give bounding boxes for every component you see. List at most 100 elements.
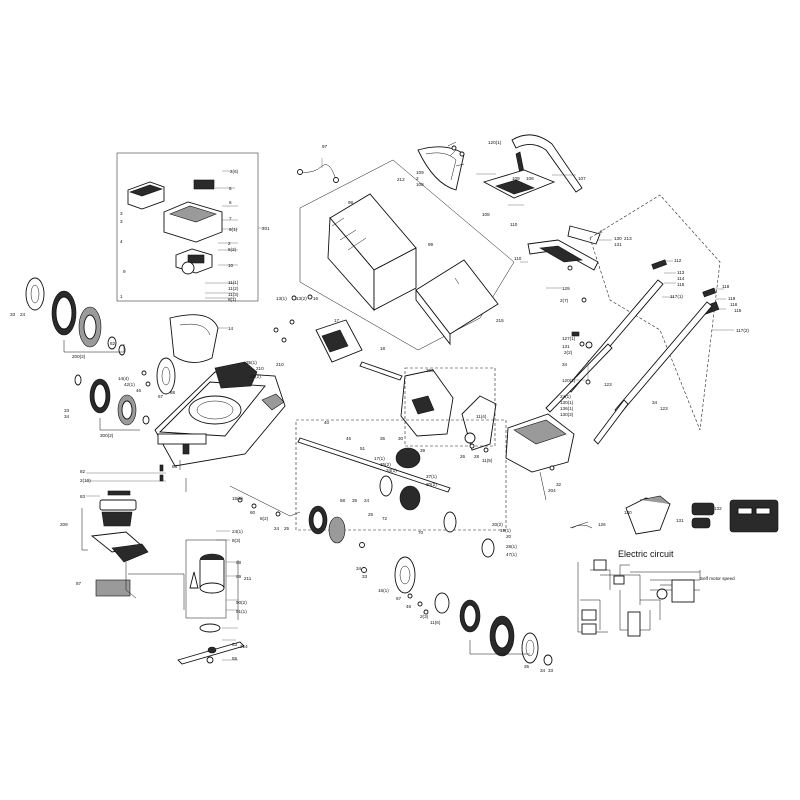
part-label: 110 [510, 222, 518, 227]
part-label: 114 [677, 276, 685, 281]
part-label: 51 [360, 446, 366, 451]
battery-pack-icon [691, 517, 711, 529]
part-label: 24(1) [232, 529, 243, 534]
part-label: 34 [652, 400, 658, 405]
part-label: 117(2) [736, 328, 749, 333]
part-label: 2 [416, 176, 419, 181]
handle-clamp-icon [651, 259, 667, 270]
part-label: 34 [540, 668, 546, 673]
part-label: 132 [714, 506, 722, 511]
part-label: 201 [262, 226, 270, 231]
part-label: 6(1) [229, 227, 238, 232]
part-label: 14(4) [118, 376, 129, 381]
part-label: 123 [604, 382, 612, 387]
part-label: 126 [598, 522, 606, 527]
part-label: 109 [416, 170, 424, 175]
part-label: 1 [120, 294, 123, 299]
part-label: 210 [256, 366, 264, 371]
part-label: 88 [170, 390, 176, 395]
part-label: 129 [562, 286, 570, 291]
part-label: 33 [548, 668, 554, 673]
charger-icon [729, 499, 779, 533]
part-label: 33 [64, 408, 70, 413]
part-label: 34(1) [386, 468, 397, 473]
wheel-cap-icon [521, 632, 539, 664]
part-label: 108 [526, 176, 534, 181]
part-label: 30(2) [426, 482, 437, 487]
part-label: 98 [348, 200, 354, 205]
grass-catcher-frame [299, 159, 515, 351]
part-label: 5 [229, 186, 232, 191]
control-box-cover [127, 181, 165, 210]
part-label: 28(1) [506, 544, 517, 549]
part-label: 70 [418, 530, 424, 535]
blade-assembly [177, 530, 245, 665]
part-label: 2(2) [564, 350, 573, 355]
part-label: 60 [250, 510, 256, 515]
part-label: 58 [340, 498, 346, 503]
part-label: 87 [76, 581, 82, 586]
part-label: 67 [396, 596, 402, 601]
part-label: 30 [398, 436, 404, 441]
part-label: 11(5) [482, 458, 493, 463]
part-label: 136(1) [560, 406, 574, 411]
part-label: 2(7) [560, 298, 569, 303]
control-box-frame [116, 152, 259, 302]
part-label: 35 [380, 436, 386, 441]
part-label: 14 [228, 326, 234, 331]
part-label: 203 [426, 368, 434, 373]
part-label: 131 [562, 344, 570, 349]
part-label: 32 [556, 482, 562, 487]
part-label: 11(1) [228, 280, 239, 285]
circuit-caption: Self motor speed [700, 576, 735, 581]
handle-clamp-icon [702, 287, 717, 298]
part-label: 46 [406, 604, 412, 609]
part-label: 53 [232, 642, 238, 647]
circuit-title: Electric circuit [618, 549, 674, 559]
part-label: 20 [506, 534, 512, 539]
part-label: 34 [562, 362, 568, 367]
part-label: 90(2) [236, 600, 247, 605]
part-label: 212 [397, 177, 405, 182]
part-label: 35 [524, 664, 530, 669]
part-label: 33(2) [250, 374, 261, 379]
part-label: 200(2) [72, 354, 86, 359]
part-label: 300(2) [100, 433, 114, 438]
part-label: 109 [512, 176, 520, 181]
part-label: 110 [514, 256, 522, 261]
part-label: 10 [228, 263, 234, 268]
part-label: 46 [346, 436, 352, 441]
part-label: 24 [364, 498, 370, 503]
wheel-cap-icon [394, 556, 416, 594]
rear-wheel-right-group [308, 505, 553, 666]
part-label: 82 [80, 469, 86, 474]
part-label: 11(3) [228, 292, 239, 297]
deflector-plate [95, 579, 131, 597]
part-label: 34 [64, 414, 70, 419]
part-label: 7 [229, 216, 232, 221]
part-label: 204 [548, 488, 556, 493]
handle-tubes [545, 259, 734, 445]
part-label: 82 [110, 341, 116, 346]
part-label: 3 [120, 211, 123, 216]
part-label: 91(1) [236, 609, 247, 614]
part-label: 24 [274, 526, 280, 531]
motor-cover [169, 314, 219, 363]
part-label: 210 [276, 362, 284, 367]
part-label: 8(2) [260, 516, 269, 521]
part-label: 72 [382, 516, 388, 521]
grass-catcher-bag [415, 259, 499, 335]
part-label: 2(3) [420, 614, 429, 619]
part-label: 8(3) [232, 538, 241, 543]
part-label: 18 [380, 346, 386, 351]
motor-gear-icon [395, 447, 421, 469]
part-label: 11(6) [430, 620, 441, 625]
control-box-assembly [116, 152, 264, 363]
part-label: 47(1) [506, 552, 517, 557]
part-label: 3 [120, 219, 123, 224]
part-label: 113 [677, 270, 685, 275]
part-label: 130 [614, 236, 622, 241]
part-label: 115 [734, 308, 742, 313]
part-label: 33 [10, 312, 16, 317]
part-label: 13(1) [276, 296, 287, 301]
